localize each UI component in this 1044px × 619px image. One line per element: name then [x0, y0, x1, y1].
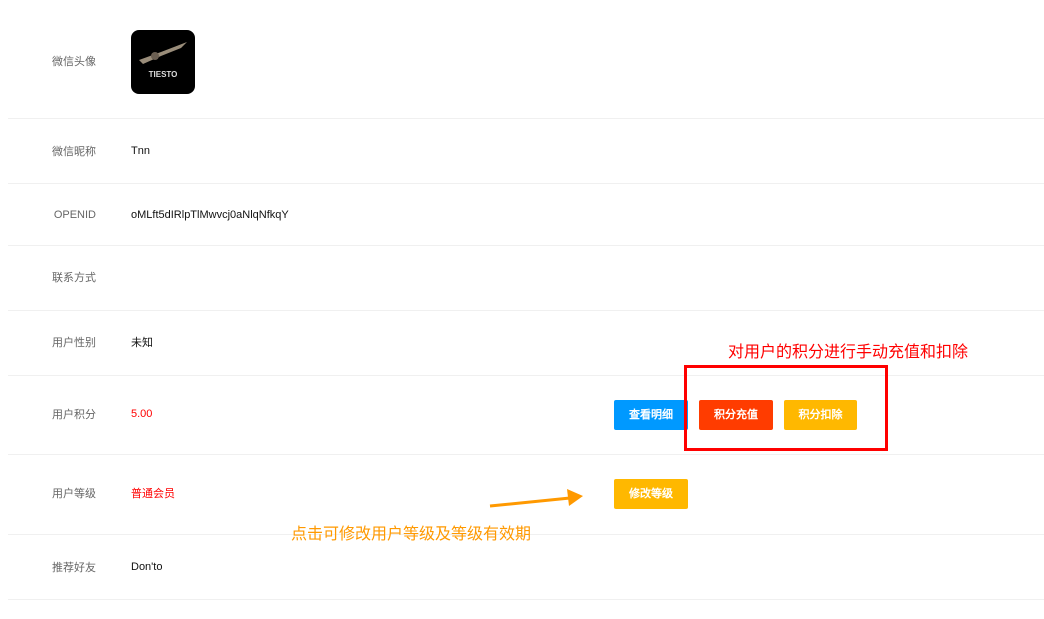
nickname-label: 微信昵称 — [52, 146, 96, 158]
openid-label: OPENID — [53, 209, 96, 221]
avatar-logo-text: TIESTO — [149, 70, 178, 79]
level-annotation: 点击可修改用户等级及等级有效期 — [291, 526, 532, 543]
referrer-label: 推荐好友 — [52, 562, 96, 574]
divider — [8, 245, 1044, 246]
points-label: 用户积分 — [52, 409, 96, 421]
divider — [8, 599, 1044, 600]
gender-label: 用户性别 — [52, 337, 96, 349]
divider — [8, 375, 1044, 376]
arrow-icon — [489, 489, 583, 508]
divider — [8, 183, 1044, 184]
divider — [8, 310, 1044, 311]
gender-value: 未知 — [131, 337, 153, 349]
avatar: TIESTO — [131, 30, 195, 94]
divider — [8, 118, 1044, 119]
deduct-points-button[interactable]: 积分扣除 — [784, 400, 857, 430]
avatar-image: TIESTO — [139, 42, 187, 79]
view-detail-button[interactable]: 查看明细 — [614, 400, 688, 430]
nickname-value: Tnn — [131, 145, 150, 157]
points-annotation: 对用户的积分进行手动充值和扣除 — [728, 344, 969, 361]
openid-value: oMLft5dIRlpTlMwvcj0aNlqNfkqY — [131, 209, 289, 221]
annotation-highlight-box — [684, 365, 888, 451]
points-value: 5.00 — [131, 408, 153, 420]
divider — [8, 534, 1044, 535]
avatar-label: 微信头像 — [52, 56, 96, 68]
recharge-points-button[interactable]: 积分充值 — [699, 400, 773, 430]
level-value: 普通会员 — [131, 488, 175, 500]
level-label: 用户等级 — [52, 488, 96, 500]
referrer-value: Don'to — [131, 561, 163, 573]
divider — [8, 454, 1044, 455]
contact-label: 联系方式 — [52, 272, 96, 284]
modify-level-button[interactable]: 修改等级 — [614, 479, 688, 509]
